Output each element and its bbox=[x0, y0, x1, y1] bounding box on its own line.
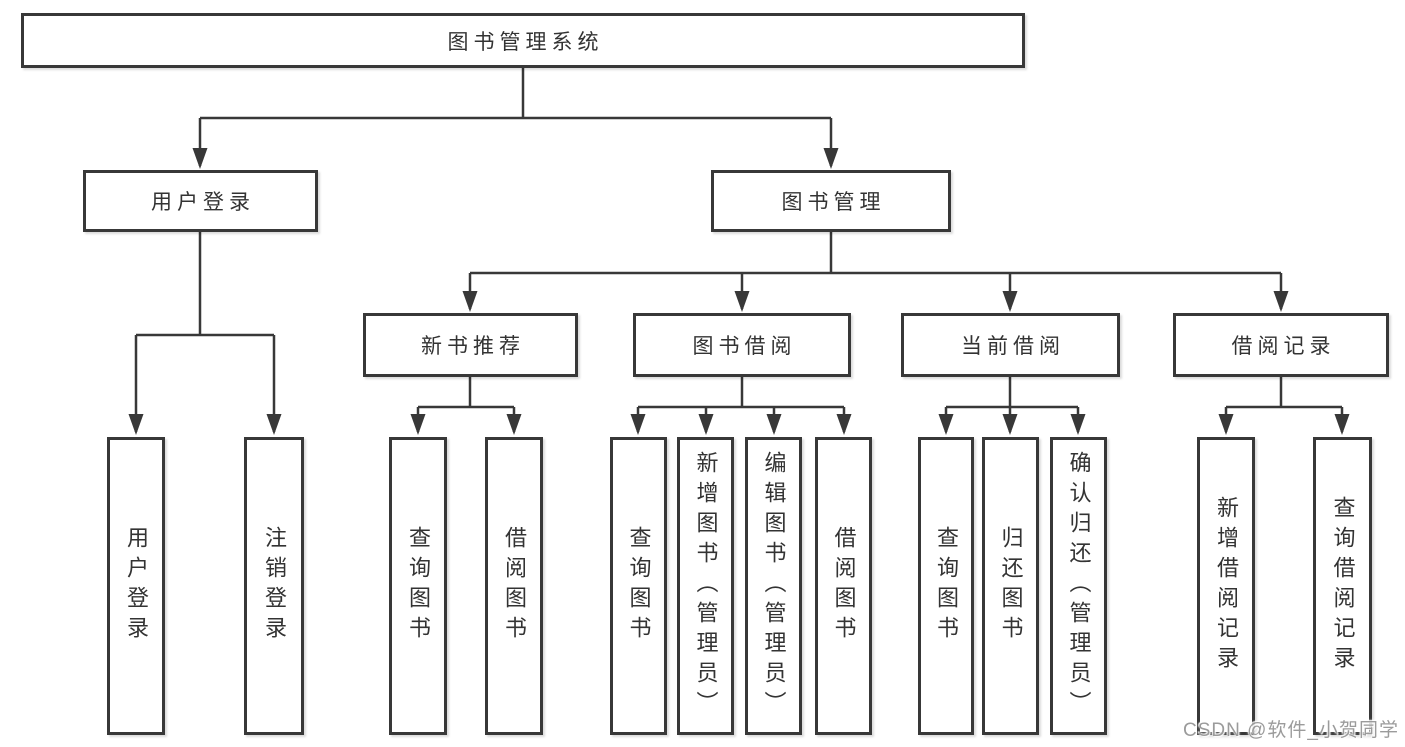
node-label: 借阅图书 bbox=[502, 526, 527, 646]
node-label: 新增借阅记录 bbox=[1214, 496, 1239, 676]
node-label: 图书借阅 bbox=[692, 335, 797, 358]
node-label: 图书管理系统 bbox=[447, 30, 604, 54]
node-label: 借阅记录 bbox=[1231, 335, 1336, 358]
leaf-user-login: 用户登录 bbox=[107, 437, 165, 735]
node-new-book-recommendation: 新书推荐 bbox=[363, 313, 578, 377]
node-label: 查询图书 bbox=[934, 526, 959, 646]
node-borrowing-records: 借阅记录 bbox=[1173, 313, 1389, 377]
node-current-borrowing: 当前借阅 bbox=[901, 313, 1120, 377]
node-book-borrowing: 图书借阅 bbox=[633, 313, 851, 377]
node-label: 查询图书 bbox=[626, 526, 652, 646]
leaf-query-books-2: 查询图书 bbox=[610, 437, 667, 735]
leaf-query-borrow-record: 查询借阅记录 bbox=[1313, 437, 1372, 735]
node-label: 新书推荐 bbox=[421, 335, 525, 358]
csdn-watermark: CSDN @软件_小贺同学 bbox=[1183, 720, 1399, 741]
node-label: 编辑图书（管理员） bbox=[761, 451, 787, 721]
node-label: 查询借阅记录 bbox=[1330, 496, 1356, 676]
node-label: 用户登录 bbox=[124, 526, 149, 646]
leaf-borrow-books-2: 借阅图书 bbox=[815, 437, 872, 735]
node-label: 归还图书 bbox=[998, 526, 1024, 646]
leaf-borrow-books-1: 借阅图书 bbox=[485, 437, 543, 735]
leaf-query-books-1: 查询图书 bbox=[389, 437, 447, 735]
leaf-confirm-return-admin: 确认归还（管理员） bbox=[1050, 437, 1107, 735]
node-label: 用户登录 bbox=[151, 191, 255, 214]
leaf-add-book-admin: 新增图书（管理员） bbox=[677, 437, 734, 735]
node-label: 确认归还（管理员） bbox=[1066, 451, 1092, 721]
node-label: 新增图书（管理员） bbox=[693, 451, 719, 721]
node-label: 借阅图书 bbox=[831, 526, 857, 646]
node-label: 查询图书 bbox=[406, 526, 431, 646]
node-label: 图书管理 bbox=[781, 191, 886, 214]
leaf-query-books-3: 查询图书 bbox=[918, 437, 974, 735]
leaf-logout: 注销登录 bbox=[244, 437, 304, 735]
node-book-management: 图书管理 bbox=[711, 170, 951, 232]
leaf-edit-book-admin: 编辑图书（管理员） bbox=[745, 437, 802, 735]
leaf-return-book: 归还图书 bbox=[982, 437, 1039, 735]
node-label: 当前借阅 bbox=[961, 335, 1065, 358]
node-user-login: 用户登录 bbox=[83, 170, 318, 232]
node-book-management-system: 图书管理系统 bbox=[21, 13, 1025, 68]
node-label: 注销登录 bbox=[262, 526, 287, 646]
leaf-add-borrow-record: 新增借阅记录 bbox=[1197, 437, 1255, 735]
connector-group bbox=[128, 66, 1350, 435]
